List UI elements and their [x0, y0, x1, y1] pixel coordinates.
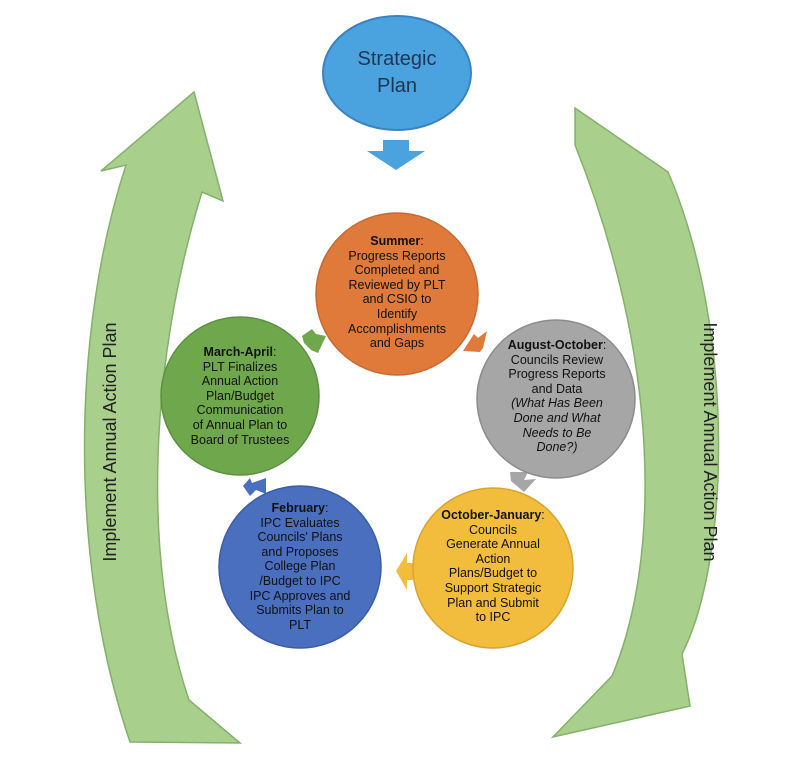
summer-heading: Summer [370, 234, 421, 248]
february-line: IPC Evaluates [260, 515, 340, 530]
summer-line: Reviewed by PLT [348, 277, 446, 292]
right-side-label: Implement Annual Action Plan [700, 322, 720, 562]
oct-jan-node [412, 487, 574, 649]
connector-arrow-summer-to-aug [463, 331, 487, 352]
aug-oct-line: and Data [531, 381, 583, 396]
mar-apr-line: PLT Finalizes [202, 359, 278, 374]
summer-text: Summer: Progress Reports Completed and R… [322, 234, 472, 351]
mar-apr-line: Annual Action [201, 374, 279, 389]
connector-arrow-aug-to-oct [510, 472, 536, 492]
mar-apr-line: Communication [196, 403, 284, 418]
february-line: Councils' Plans [257, 530, 343, 545]
mar-apr-line: of Annual Plan to [192, 417, 288, 432]
february-line: Submits Plan to [256, 603, 344, 618]
february-line: and Proposes [261, 544, 339, 559]
strategic-plan-line1: Strategic [357, 48, 437, 70]
oct-jan-line: Plan and Submit [447, 595, 539, 610]
mar-apr-text: March-April: PLT Finalizes Annual Action… [165, 345, 315, 447]
aug-oct-line: Councils Review [510, 352, 604, 367]
left-cycle-arrow [83, 90, 243, 744]
right-cycle-arrow [550, 106, 720, 739]
strategic-plan-node [322, 15, 472, 131]
february-line: College Plan [264, 559, 336, 574]
summer-line: Progress Reports [348, 248, 446, 263]
february-node [218, 485, 382, 649]
aug-oct-text: August-October: Councils Review Progress… [482, 338, 632, 455]
aug-oct-line: Progress Reports [508, 367, 606, 382]
oct-jan-line: Action [475, 551, 511, 566]
aug-oct-node [476, 319, 636, 479]
oct-jan-line: Councils [469, 522, 517, 537]
start-down-arrow [367, 140, 425, 170]
february-line: PLT [289, 617, 311, 632]
strategic-plan-line2: Plan [376, 75, 418, 97]
oct-jan-heading: October-January [441, 508, 542, 522]
summer-line: Identify [376, 306, 418, 321]
mar-apr-line: Plan/Budget [205, 388, 275, 403]
summer-node [315, 212, 479, 376]
mar-apr-line: Board of Trustees [190, 432, 290, 447]
aug-oct-italic-line: Done?) [536, 440, 578, 455]
left-side-label: Implement Annual Action Plan [100, 322, 120, 562]
summer-line: Completed and [354, 263, 440, 278]
mar-apr-node [160, 316, 320, 476]
connector-arrow-oct-to-feb [396, 553, 413, 590]
february-line: /Budget to IPC [259, 573, 341, 588]
strategic-plan-label: Strategic Plan [323, 46, 471, 100]
summer-line: and Gaps [369, 336, 425, 351]
summer-line: and CSIO to [362, 292, 432, 307]
mar-apr-heading: March-April [203, 345, 273, 359]
oct-jan-line: Support Strategic [444, 580, 542, 595]
february-heading: February [271, 501, 326, 515]
aug-oct-italic-line: Needs to Be [522, 425, 592, 440]
oct-jan-line: Generate Annual [446, 537, 540, 552]
oct-jan-text: October-January: Councils Generate Annua… [418, 508, 568, 625]
connector-arrow-mar-to-summer [302, 329, 326, 353]
aug-oct-italic-line: (What Has Been [511, 396, 603, 411]
oct-jan-line: Plans/Budget to [448, 566, 538, 581]
oct-jan-line: to IPC [475, 610, 511, 625]
summer-line: Accomplishments [348, 321, 446, 336]
connector-arrow-feb-to-mar [243, 478, 266, 496]
february-line: IPC Approves and [249, 588, 351, 603]
february-text: February: IPC Evaluates Councils' Plans … [225, 501, 375, 632]
aug-oct-italic-line: Done and What [513, 410, 601, 425]
aug-oct-heading: August-October [507, 338, 603, 352]
